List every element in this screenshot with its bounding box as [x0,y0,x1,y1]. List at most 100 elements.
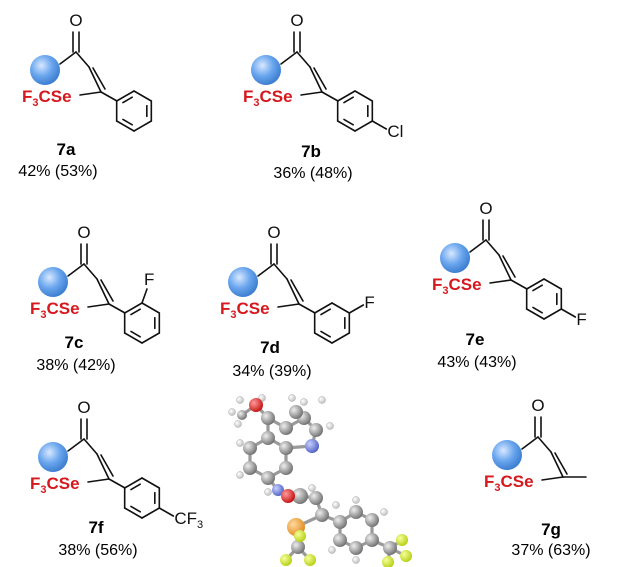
ring-bond [123,507,143,519]
bond [550,451,564,478]
carbonyl-oxygen: O [290,11,303,30]
ring-bond [331,302,351,314]
hydrogen-atom [236,471,244,479]
c-f-bond [141,288,148,304]
aryl-bond [108,303,126,314]
bond [541,476,564,481]
core-sphere [38,442,68,472]
ring-bond [336,90,356,102]
aryl-bond [321,91,339,102]
compound-id: 7f [88,518,103,537]
compound-yield: 38% (56%) [58,542,137,559]
fluorine-atom [280,554,292,566]
hydrogen-atom [236,396,244,404]
bond [96,278,110,305]
carbon-atom [291,540,305,554]
hydrogen-atom [308,484,316,492]
ring-bond [115,90,135,102]
ring-bond [141,477,161,489]
compound-id: 7g [541,520,561,539]
crystal-structure-model [228,394,412,567]
aryl-bond [510,279,528,290]
oxygen-atom [249,398,263,412]
ring-bond [331,332,351,344]
nitrogen-atom [305,439,319,453]
hydrogen-atom [264,488,272,496]
fluorine-atom [400,550,412,562]
bond [83,438,98,455]
bond [286,278,300,305]
compound-id: 7c [65,333,84,352]
carbon-atom [333,515,347,529]
bond [296,51,311,68]
trifluoromethylseleno-label: F3CSe [484,472,534,494]
ring-bond [525,308,545,320]
bond [83,263,98,280]
bond [273,263,288,280]
carbon-atom [309,491,323,505]
trifluoromethylseleno-label: F3CSe [243,87,293,109]
compound-yield: 36% (48%) [273,165,352,182]
bond [498,254,512,281]
compound-yield: 34% (39%) [232,363,311,380]
ring-double-bond [343,96,355,104]
bond [87,303,110,308]
bond [92,67,106,90]
ring-bond [313,302,333,314]
hydrogen-atom [328,546,336,554]
ring-bond [525,278,545,290]
carbon-atom [243,441,257,455]
carbon-atom [292,488,308,504]
compound-id: 7a [57,140,76,159]
bond [280,51,298,65]
carbon-atom [279,441,293,455]
nitrogen-atom [272,484,284,496]
hydrogen-atom [236,439,244,447]
core-sphere [492,440,522,470]
bond [290,279,304,302]
core-sphere [30,55,60,85]
fluorine-atom: F [144,270,154,289]
aryl-bond [100,91,118,102]
ring-double-bond [532,284,544,292]
carbon-atom [349,505,363,519]
bond [309,66,323,93]
hydrogen-atom [318,396,326,404]
carbon-atom [279,461,293,475]
compound-id: 7d [260,338,280,357]
ring-bond [141,507,161,519]
ring-bond [123,332,143,344]
oxygen-atom [281,489,295,503]
ring-bond [543,278,563,290]
bond [79,91,102,96]
carbon-atom [261,411,275,425]
ring-bond [133,90,153,102]
compound-yield: 37% (63%) [511,542,590,559]
carbon-atom [237,410,247,420]
carbon-atom [243,461,257,475]
hydrogen-atom [234,420,242,428]
hydrogen-atom [288,394,296,402]
core-sphere [440,243,470,273]
core-sphere [228,267,258,297]
bond [96,453,110,480]
trifluoromethyl-label: CF3 [174,509,203,531]
ring-bond [543,308,563,320]
hydrogen-atom [352,496,360,504]
hydrogen-atom [352,556,360,564]
carbon-atom [279,421,293,435]
trifluoromethylseleno-label: F3CSe [30,474,80,496]
carbonyl-oxygen: O [267,223,280,242]
ring-bond [354,90,374,102]
core-sphere [38,267,68,297]
compound-id: 7b [301,142,321,161]
hydrogen-atom [380,508,388,516]
fluorine-atom [382,556,394,567]
ring-bond [133,120,153,132]
ring-double-bond [320,308,332,316]
carbon-atom [349,541,363,555]
